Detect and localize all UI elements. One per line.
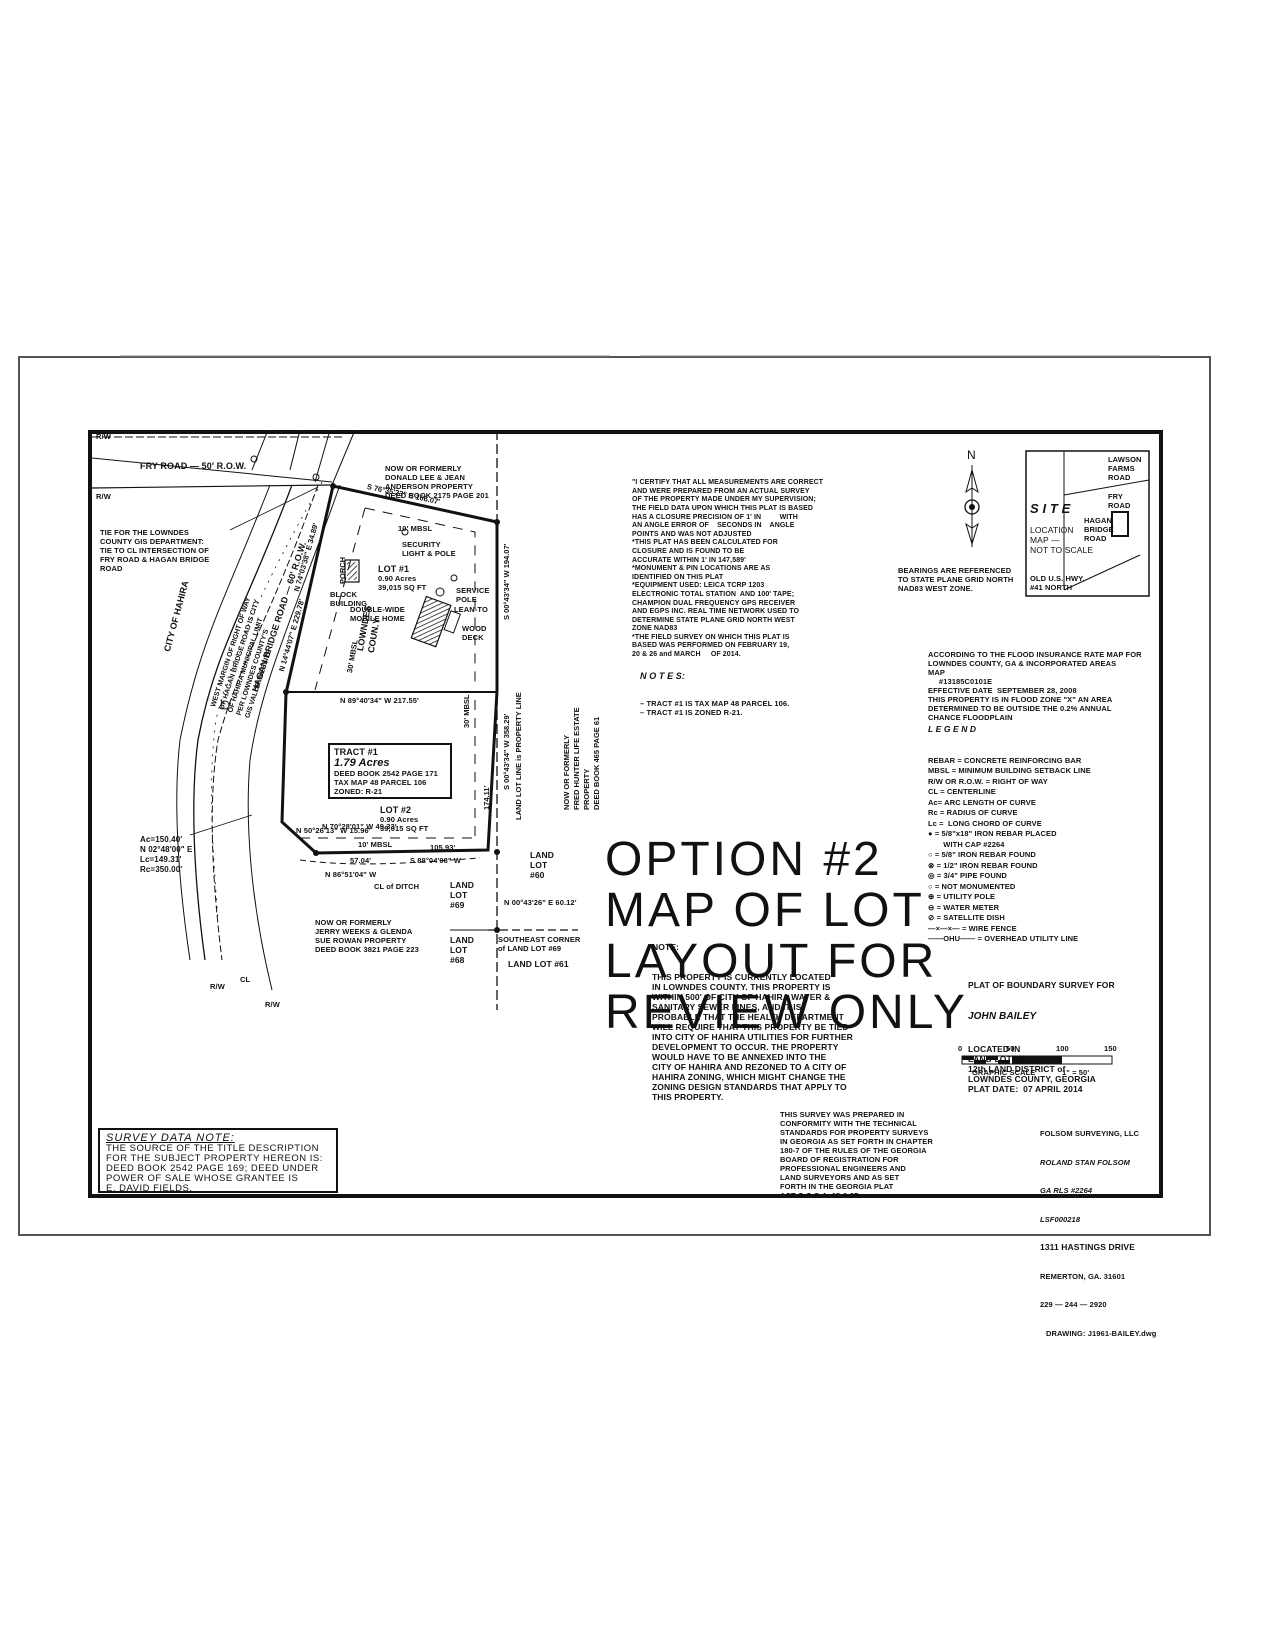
bearing-total-east: S 00°43'34" W 358.29' — [502, 713, 511, 790]
scale-tick-100: 100 — [1056, 1044, 1069, 1053]
bearing-chord2: N 70°28'01" W 49.33' — [322, 822, 397, 831]
rw-label: R/W — [210, 982, 225, 991]
scale-tick-0: 0 — [958, 1044, 963, 1053]
lean-to-label: LEAN-TO — [454, 605, 488, 614]
tie-line-bearing: N 00°43'26" E 60.12' — [504, 898, 577, 907]
plat-title: PLAT OF BOUNDARY SURVEY FOR JOHN BAILEY … — [968, 980, 1115, 1094]
plat-frame — [88, 430, 1163, 1198]
development-note: NOTE: THIS PROPERTY IS CURRENTLY LOCATED… — [652, 942, 853, 1102]
ditch-label: CL of DITCH — [374, 882, 420, 891]
bearing-south-line: 105.93' — [430, 843, 456, 852]
rw-label: R/W — [265, 1000, 280, 1009]
bearing-east-lower: 174.11' — [482, 785, 491, 810]
bearing-curve-chord: N 50°26'13" W 15.96' — [296, 826, 371, 835]
sheet-border — [18, 356, 1211, 1236]
north-arrow-label: N — [967, 448, 976, 462]
notes: N O T E S: – TRACT #1 IS TAX MAP 48 PARC… — [640, 671, 790, 718]
land-lot-61: LAND LOT #61 — [508, 959, 569, 969]
survey-data-note: SURVEY DATA NOTE: THE SOURCE OF THE TITL… — [98, 1128, 338, 1194]
bearing-south: S 88°04'08" W — [410, 856, 461, 865]
lot1-mbsl-top: 10' MBSL — [398, 524, 433, 533]
old-us-hwy-label: OLD U.S. HWY.#41 NORTH — [1030, 574, 1085, 592]
lot1-mbsl-side2: 30' MBSL — [462, 694, 471, 728]
graphic-scale-label: GRAPHIC SCALE — [972, 1068, 1036, 1077]
scale-ratio: 1" = 50' — [1062, 1068, 1090, 1077]
flood-zone-note: ACCORDING TO THE FLOOD INSURANCE RATE MA… — [928, 650, 1142, 722]
site-label: S I T E — [1030, 501, 1071, 516]
bearing-south-short: 57.04' — [350, 856, 372, 865]
bearing-east-line: S 00°43'34" W 194.07' — [502, 543, 511, 620]
scale-tick-150: 150 — [1104, 1044, 1117, 1053]
rw-label: R/W — [96, 432, 111, 441]
fry-road-label: FRY ROAD — 50' R.O.W. — [140, 461, 247, 471]
bearing-ditch: N 86°51'04" W — [325, 870, 377, 879]
lot2-mbsl: 10' MBSL — [358, 840, 393, 849]
centerline-label: CL — [240, 975, 251, 984]
porch-label: PORCH — [338, 556, 347, 584]
bearing-divide: N 89°40'34" W 217.55' — [340, 696, 419, 705]
land-lot-line-note: LAND LOT LINE is PROPERTY LINE — [514, 692, 523, 820]
scale-tick-50: 50 — [1006, 1044, 1015, 1053]
certification-text: "I CERTIFY THAT ALL MEASUREMENTS ARE COR… — [632, 479, 824, 659]
surveyor-block: FOLSOM SURVEYING, LLC ROLAND STAN FOLSOM… — [1040, 1129, 1157, 1338]
legend: L E G E N D REBAR = CONCRETE REINFORCING… — [928, 724, 1091, 943]
tract-box: TRACT #1 1.79 Acres DEED BOOK 2542 PAGE … — [328, 743, 452, 799]
rw-label: R/W — [96, 492, 111, 501]
